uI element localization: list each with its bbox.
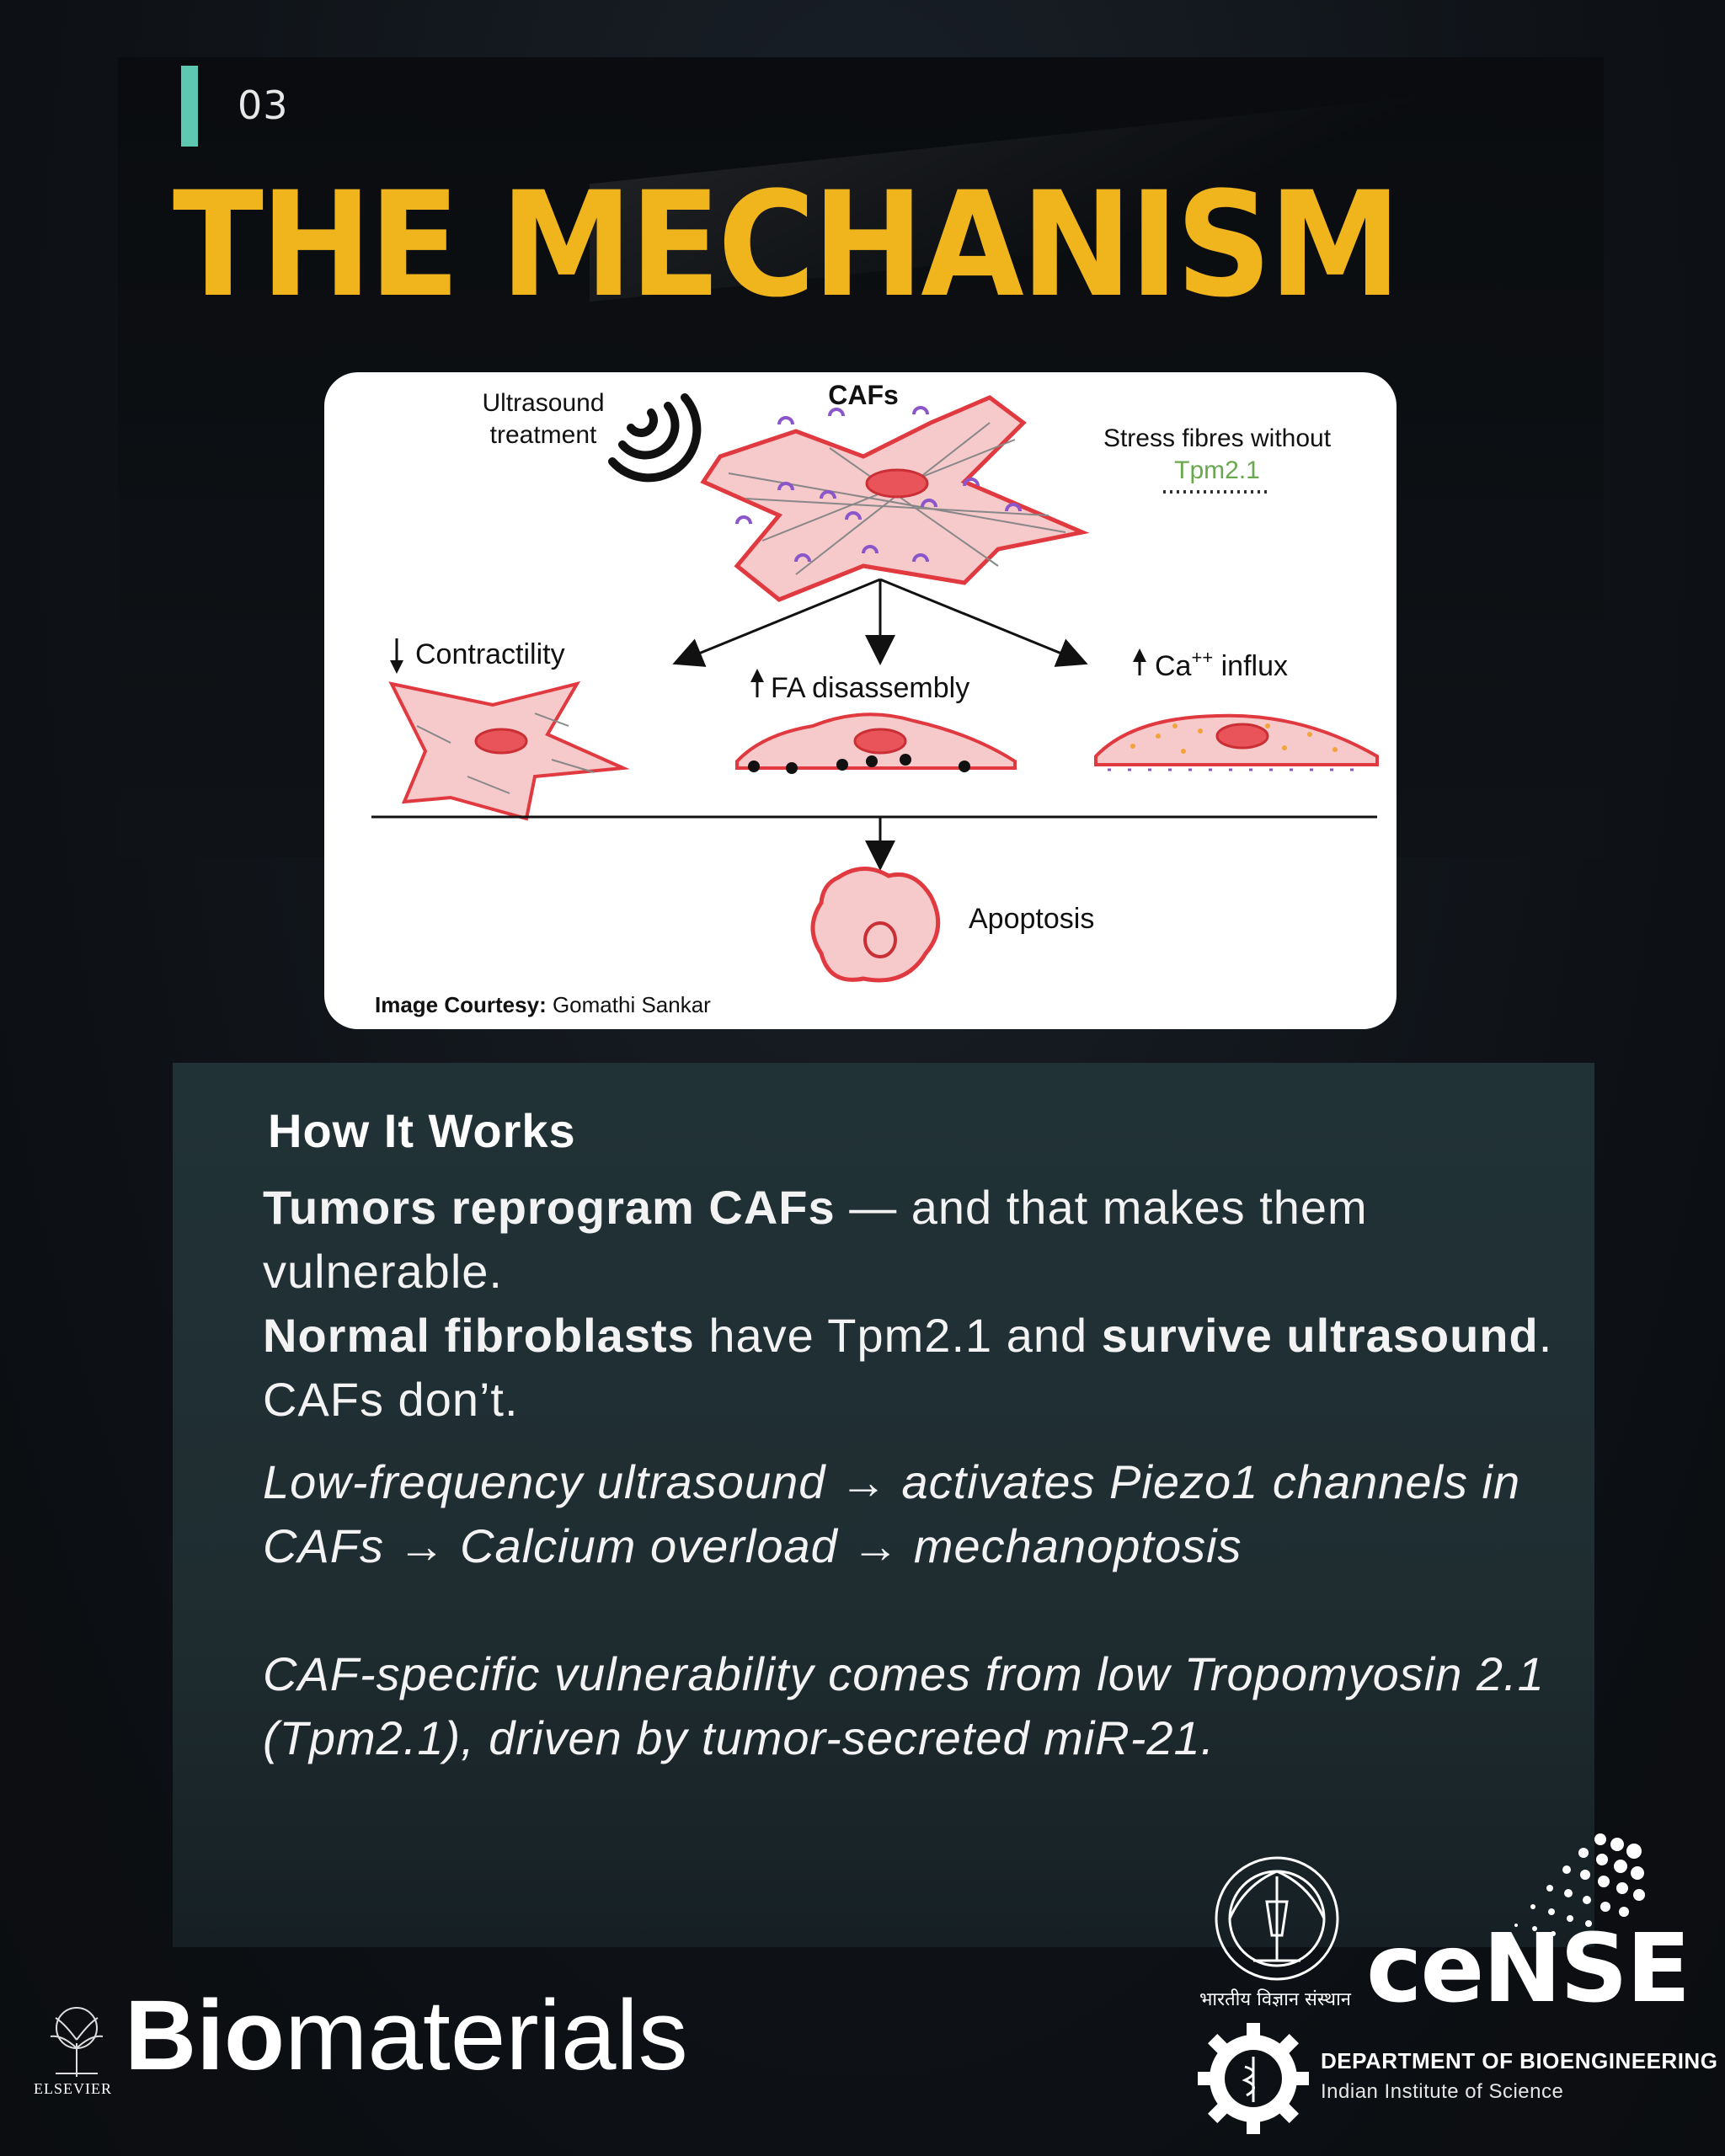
fa-cell: [735, 712, 1017, 774]
contractility-label: Contractility: [415, 638, 565, 670]
cense-logo-text: ceNSE: [1366, 1914, 1690, 2024]
institute-name: Indian Institute of Science: [1321, 2080, 1564, 2103]
stress-fibres-label: Stress fibres without: [1103, 424, 1332, 452]
tpm-label: Tpm2.1: [1174, 456, 1260, 484]
paragraph-vulnerability: CAF-specific vulnerability comes from lo…: [263, 1647, 1545, 1764]
paragraph-ultrasound-mechanism: Low-frequency ultrasound → activates Pie…: [263, 1455, 1521, 1572]
contractility-down-arrow-icon: [390, 638, 403, 674]
ultrasound-label-2: treatment: [490, 421, 597, 449]
iisc-seal-logo: [1215, 1856, 1339, 1981]
elsevier-tree-logo: [50, 2007, 104, 2077]
ca-cell: [1094, 713, 1379, 771]
piezo-channel-icons: [735, 406, 1022, 563]
journal-name: Biomaterials: [125, 1980, 688, 2091]
image-courtesy: Image Courtesy: Gomathi Sankar: [375, 992, 711, 1017]
how-it-works-box: [173, 1063, 1594, 1947]
apoptosis-cell: [810, 867, 941, 983]
caf-cell: [700, 395, 1090, 602]
department-name: DEPARTMENT OF BIOENGINEERING: [1321, 2048, 1718, 2073]
ultrasound-label-1: Ultrasound: [482, 389, 604, 417]
ca-up-arrow-icon: [1133, 648, 1146, 675]
iisc-hindi-name: भारतीय विज्ञान संस्थान: [1199, 1989, 1352, 2010]
section-number: 03: [238, 83, 289, 128]
bioengineering-gear-logo: [1198, 2023, 1309, 2134]
page-title: THE MECHANISM: [173, 160, 1402, 329]
ca-influx-label: Ca++ influx: [1155, 647, 1288, 682]
fa-up-arrow-icon: [750, 669, 764, 697]
cense-dot-pattern-icon: [1514, 1833, 1645, 1936]
elsevier-label: ELSEVIER: [34, 2080, 112, 2097]
ultrasound-wave-icon: [608, 393, 702, 483]
apoptosis-label: Apoptosis: [969, 903, 1094, 935]
mechanism-diagram: Ultrasound treatment CAFs: [371, 380, 1379, 1017]
paragraph-tumors: Tumors reprogram CAFs — and that makes t…: [263, 1181, 1368, 1298]
how-it-works-heading: How It Works: [268, 1104, 576, 1157]
fa-disassembly-label: FA disassembly: [771, 672, 969, 704]
contractility-cell: [388, 680, 630, 821]
cafs-label: CAFs: [828, 380, 899, 410]
accent-bar: [181, 66, 198, 147]
paragraph-fibroblasts: Normal fibroblasts have Tpm2.1 and survi…: [263, 1309, 1553, 1426]
mechanism-figure: Ultrasound treatment CAFs: [324, 372, 1397, 1029]
branch-arrows: [672, 578, 1088, 667]
